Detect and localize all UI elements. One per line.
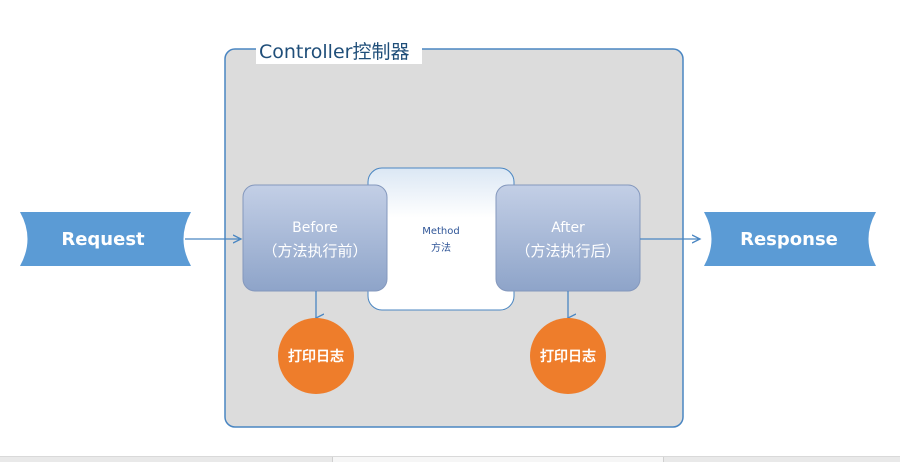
log-circle-right (530, 318, 606, 394)
response-banner (704, 212, 876, 266)
request-banner (20, 212, 191, 266)
log-label-right: 打印日志 (540, 348, 596, 365)
before-subtitle: （方法执行前） (262, 242, 367, 260)
after-box (495, 184, 641, 292)
method-title: Method (422, 226, 460, 237)
controller-title-bg (256, 38, 422, 64)
after-title: After (551, 220, 585, 236)
log-label-left: 打印日志 (288, 348, 344, 365)
after-subtitle: （方法执行后） (515, 242, 620, 260)
before-box (242, 184, 388, 292)
scrollbar-thumb[interactable] (332, 457, 664, 462)
response-label: Response (740, 229, 838, 250)
request-label: Request (61, 229, 145, 250)
before-title: Before (292, 220, 338, 236)
controller-title: Controller控制器 (259, 41, 409, 63)
method-subtitle: 方法 (431, 241, 451, 254)
log-circle-left (278, 318, 354, 394)
method-box (367, 167, 515, 311)
bottom-scrollbar[interactable] (0, 456, 900, 462)
